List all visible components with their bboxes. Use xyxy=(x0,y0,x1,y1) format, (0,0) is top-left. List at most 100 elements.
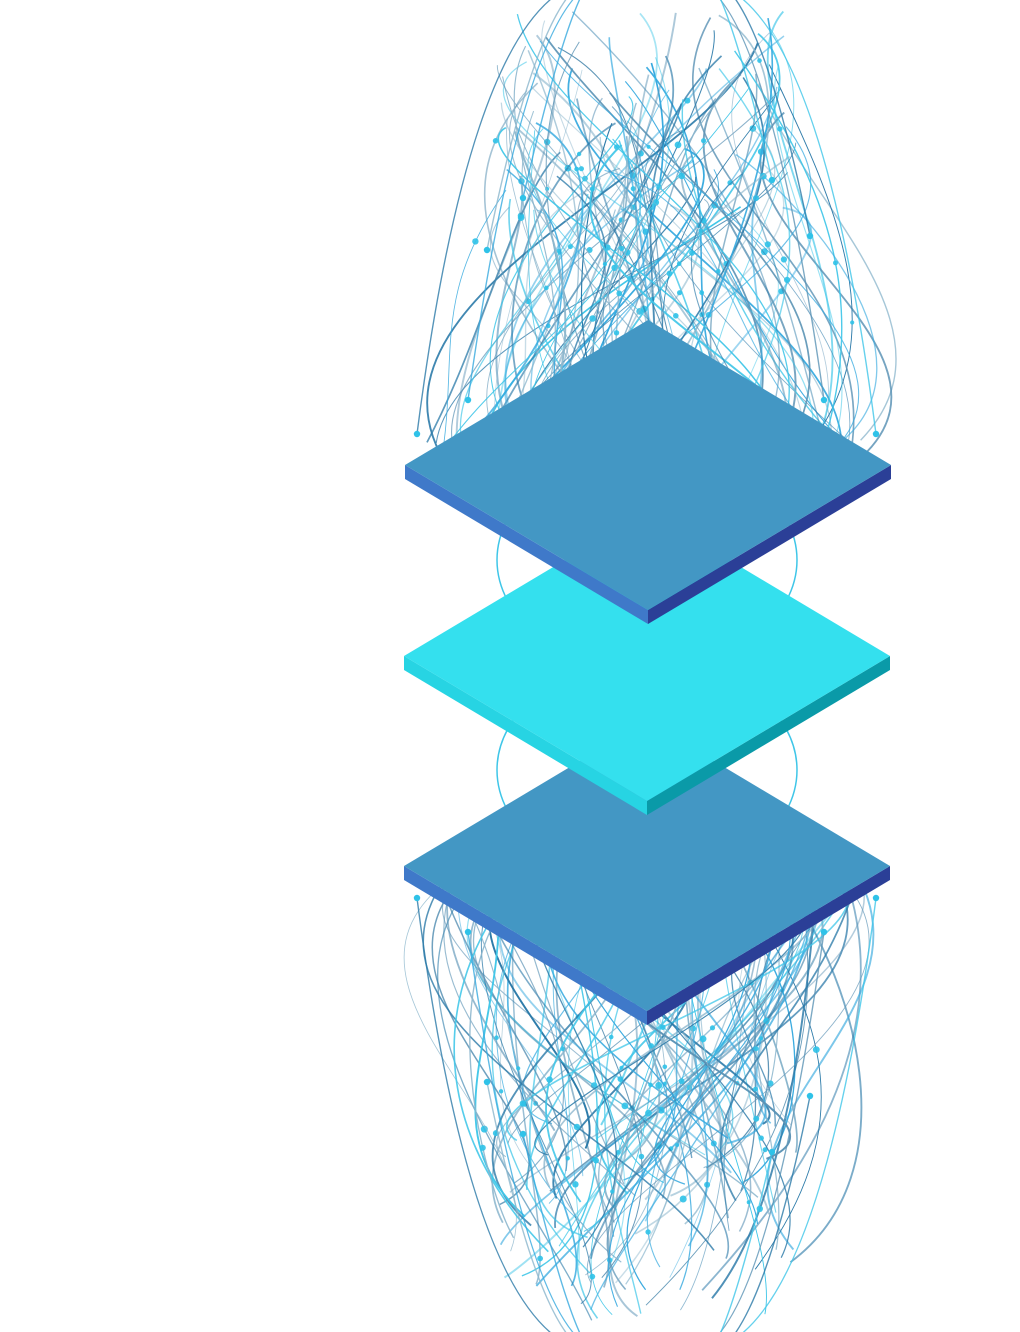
network-node xyxy=(617,1076,624,1082)
network-node xyxy=(645,1109,652,1117)
network-line xyxy=(509,882,865,1193)
layer-top-face xyxy=(404,511,890,801)
network-line xyxy=(539,40,860,452)
network-node xyxy=(780,256,788,263)
network-node xyxy=(413,894,421,902)
network-node xyxy=(679,1195,687,1203)
network-node xyxy=(613,330,620,336)
network-node xyxy=(483,1078,491,1086)
network-node xyxy=(578,166,585,172)
network-node xyxy=(767,1080,774,1087)
network-node xyxy=(518,178,525,185)
layer-top-face xyxy=(404,721,890,1011)
network-node xyxy=(464,928,472,936)
network-node xyxy=(573,1123,581,1131)
network-arc xyxy=(522,1133,581,1332)
network-node xyxy=(537,1255,543,1262)
network-node xyxy=(727,180,733,186)
network-arc xyxy=(486,1081,567,1332)
network-node xyxy=(833,260,838,266)
network-arc xyxy=(742,897,877,1332)
network-node xyxy=(666,270,673,277)
network-node xyxy=(464,396,472,404)
network-node xyxy=(778,288,785,295)
network-node xyxy=(576,151,582,157)
network-node xyxy=(610,1189,615,1194)
network-line xyxy=(773,65,843,451)
layer-right-side xyxy=(647,656,890,815)
network-line xyxy=(435,172,789,444)
network-node xyxy=(675,1143,680,1147)
network-arc xyxy=(719,931,825,1332)
network-node xyxy=(655,1081,663,1089)
network-line xyxy=(554,875,849,1228)
network-node xyxy=(567,244,573,250)
network-node xyxy=(582,175,588,182)
network-line xyxy=(598,882,811,1223)
network-node xyxy=(589,186,595,192)
network-node xyxy=(648,1082,653,1088)
network-arc xyxy=(467,0,574,401)
network-node xyxy=(546,1076,553,1083)
network-node xyxy=(616,290,623,297)
network-line xyxy=(719,890,855,1202)
network-node xyxy=(746,1200,751,1205)
network-line xyxy=(459,193,589,458)
network-node xyxy=(753,1086,758,1092)
network-node xyxy=(763,1017,770,1025)
network-node xyxy=(544,285,549,291)
network-line xyxy=(489,96,634,452)
network-line xyxy=(455,122,584,452)
network-arc xyxy=(735,0,811,237)
network-line xyxy=(453,880,549,1253)
layer-right-side xyxy=(648,465,891,624)
network-line xyxy=(530,35,785,443)
network-line xyxy=(766,10,834,445)
network-node xyxy=(516,1066,521,1071)
network-node xyxy=(678,1078,685,1085)
network-line xyxy=(466,880,706,1156)
network-line xyxy=(701,890,862,1291)
network-node xyxy=(648,1043,654,1049)
network-node xyxy=(777,126,783,132)
middle-layer xyxy=(404,511,890,815)
network-line xyxy=(543,891,837,1188)
network-node xyxy=(479,1144,486,1151)
network-node xyxy=(660,1024,666,1030)
network-node xyxy=(806,1092,814,1100)
network-node xyxy=(519,1100,526,1107)
network-node xyxy=(812,1046,820,1053)
network-node xyxy=(850,320,855,325)
network-node xyxy=(589,315,596,322)
network-node xyxy=(674,141,682,149)
network-node xyxy=(758,1135,764,1141)
network-line xyxy=(506,873,850,1142)
network-node xyxy=(483,246,491,254)
network-node xyxy=(638,1153,645,1160)
network-node xyxy=(676,261,682,267)
network-arc xyxy=(416,0,552,435)
network-line xyxy=(436,874,593,1321)
network-line xyxy=(645,883,809,1306)
network-line xyxy=(713,188,851,468)
network-line xyxy=(481,885,592,1305)
network-arc xyxy=(416,897,552,1332)
network-node xyxy=(630,186,636,192)
network-arc xyxy=(735,1095,811,1332)
network-node xyxy=(673,313,679,319)
network-node xyxy=(678,172,685,180)
network-node xyxy=(492,138,499,144)
network-node xyxy=(565,1156,570,1161)
network-node xyxy=(768,176,776,184)
network-line xyxy=(734,50,843,459)
network-node xyxy=(480,1125,488,1133)
network-node xyxy=(646,144,651,149)
network-node xyxy=(645,1229,651,1235)
network-node xyxy=(820,396,828,404)
network-arc xyxy=(467,931,574,1332)
network-line xyxy=(474,890,526,1218)
network-line xyxy=(589,881,794,1259)
network-line xyxy=(457,868,584,1177)
network-node xyxy=(572,1181,579,1188)
network-line xyxy=(443,871,636,1197)
